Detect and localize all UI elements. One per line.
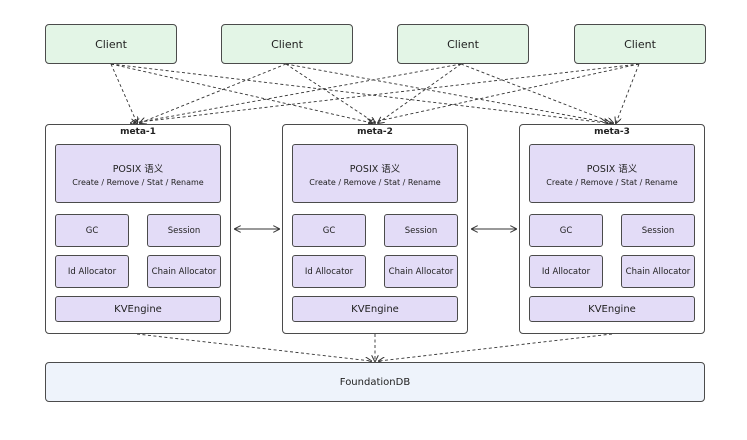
kvengine-label: KVEngine	[588, 303, 636, 315]
meta-title: meta-3	[594, 127, 630, 137]
gc-label: GC	[322, 225, 336, 236]
client-label: Client	[95, 37, 127, 51]
id-allocator-label: Id Allocator	[304, 266, 354, 277]
posix-ops: Create / Remove / Stat / Rename	[546, 177, 678, 187]
posix-ops: Create / Remove / Stat / Rename	[309, 177, 441, 187]
foundationdb-label: FoundationDB	[339, 376, 411, 388]
client-box-3: Client	[397, 24, 529, 64]
gc-box: GC	[292, 214, 366, 247]
session-label: Session	[167, 225, 201, 236]
id-allocator-box: Id Allocator	[55, 255, 129, 288]
id-allocator-label: Id Allocator	[541, 266, 591, 277]
posix-semantics-box: POSIX 语义 Create / Remove / Stat / Rename	[529, 144, 695, 203]
session-box: Session	[147, 214, 221, 247]
client-box-2: Client	[221, 24, 353, 64]
posix-ops: Create / Remove / Stat / Rename	[72, 177, 204, 187]
meta-node-3: meta-3 POSIX 语义 Create / Remove / Stat /…	[519, 124, 705, 334]
kvengine-label: KVEngine	[114, 303, 162, 315]
kvengine-box: KVEngine	[292, 296, 458, 322]
gc-box: GC	[55, 214, 129, 247]
meta-node-2: meta-2 POSIX 语义 Create / Remove / Stat /…	[282, 124, 468, 334]
posix-semantics-box: POSIX 语义 Create / Remove / Stat / Rename	[55, 144, 221, 203]
gc-label: GC	[559, 225, 573, 236]
client-label: Client	[271, 37, 303, 51]
session-label: Session	[404, 225, 438, 236]
client-box-1: Client	[45, 24, 177, 64]
posix-title: POSIX 语义	[586, 163, 638, 175]
client-meta-links	[110, 63, 640, 123]
foundationdb-box: FoundationDB	[45, 362, 705, 402]
client-label: Client	[447, 37, 479, 51]
chain-allocator-label: Chain Allocator	[388, 266, 454, 277]
meta-node-1: meta-1 POSIX 语义 Create / Remove / Stat /…	[45, 124, 231, 334]
meta-db-links	[136, 333, 613, 361]
id-allocator-label: Id Allocator	[67, 266, 117, 277]
kvengine-box: KVEngine	[529, 296, 695, 322]
client-box-4: Client	[574, 24, 706, 64]
chain-allocator-box: Chain Allocator	[384, 255, 458, 288]
client-label: Client	[624, 37, 656, 51]
chain-allocator-box: Chain Allocator	[147, 255, 221, 288]
meta-title: meta-1	[120, 127, 156, 137]
chain-allocator-label: Chain Allocator	[151, 266, 217, 277]
kvengine-box: KVEngine	[55, 296, 221, 322]
id-allocator-box: Id Allocator	[529, 255, 603, 288]
kvengine-label: KVEngine	[351, 303, 399, 315]
posix-semantics-box: POSIX 语义 Create / Remove / Stat / Rename	[292, 144, 458, 203]
chain-allocator-box: Chain Allocator	[621, 255, 695, 288]
posix-title: POSIX 语义	[349, 163, 401, 175]
session-label: Session	[641, 225, 675, 236]
meta-title: meta-2	[357, 127, 393, 137]
chain-allocator-label: Chain Allocator	[625, 266, 691, 277]
posix-title: POSIX 语义	[112, 163, 164, 175]
gc-box: GC	[529, 214, 603, 247]
gc-label: GC	[85, 225, 99, 236]
session-box: Session	[384, 214, 458, 247]
id-allocator-box: Id Allocator	[292, 255, 366, 288]
session-box: Session	[621, 214, 695, 247]
